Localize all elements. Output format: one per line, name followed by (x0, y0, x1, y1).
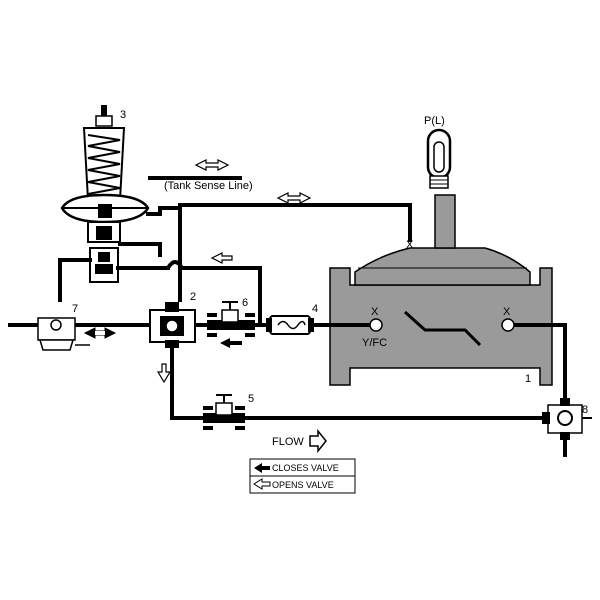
bidirectional-arrow-icon (276, 192, 312, 204)
component-4 (266, 315, 314, 335)
label-7: 7 (72, 303, 78, 315)
label-4: 4 (312, 303, 318, 315)
label-3: 3 (120, 109, 126, 121)
opens-arrow-icon (253, 478, 271, 490)
label-x-top: X (406, 239, 414, 251)
main-valve-body (329, 194, 553, 386)
opens-arrow-icon (210, 252, 233, 264)
closes-arrow-icon (220, 338, 242, 348)
component-8 (542, 398, 592, 440)
bidirectional-arrow-icon (194, 159, 230, 171)
port-right (501, 318, 515, 332)
label-yfc: Y/FC (362, 337, 387, 349)
component-2 (149, 302, 196, 348)
label-1: 1 (525, 373, 531, 385)
label-x-yfc: X (371, 306, 379, 318)
flow-arrow-icon (309, 428, 327, 454)
closes-arrow-icon (254, 463, 270, 473)
pl-pilot (426, 128, 452, 189)
port-yfc (369, 318, 383, 332)
legend-opens-label: OPENS VALVE (272, 480, 334, 490)
legend-closes-label: CLOSES VALVE (272, 463, 339, 473)
opens-arrow-icon (156, 363, 172, 384)
label-2: 2 (190, 291, 196, 303)
label-flow: FLOW (272, 436, 304, 448)
label-8: 8 (582, 404, 588, 416)
needle-valve-6 (207, 301, 255, 337)
label-5: 5 (248, 393, 254, 405)
label-tank-sense-line: (Tank Sense Line) (164, 180, 253, 192)
pilot-control-3 (60, 105, 150, 283)
label-6: 6 (242, 297, 248, 309)
legend: CLOSES VALVE OPENS VALVE (249, 458, 356, 494)
label-x-right: X (503, 306, 511, 318)
needle-valve-5 (203, 394, 245, 430)
component-7 (37, 317, 90, 351)
bidirectional-arrow-icon (83, 327, 117, 339)
label-pl: P(L) (424, 115, 445, 127)
